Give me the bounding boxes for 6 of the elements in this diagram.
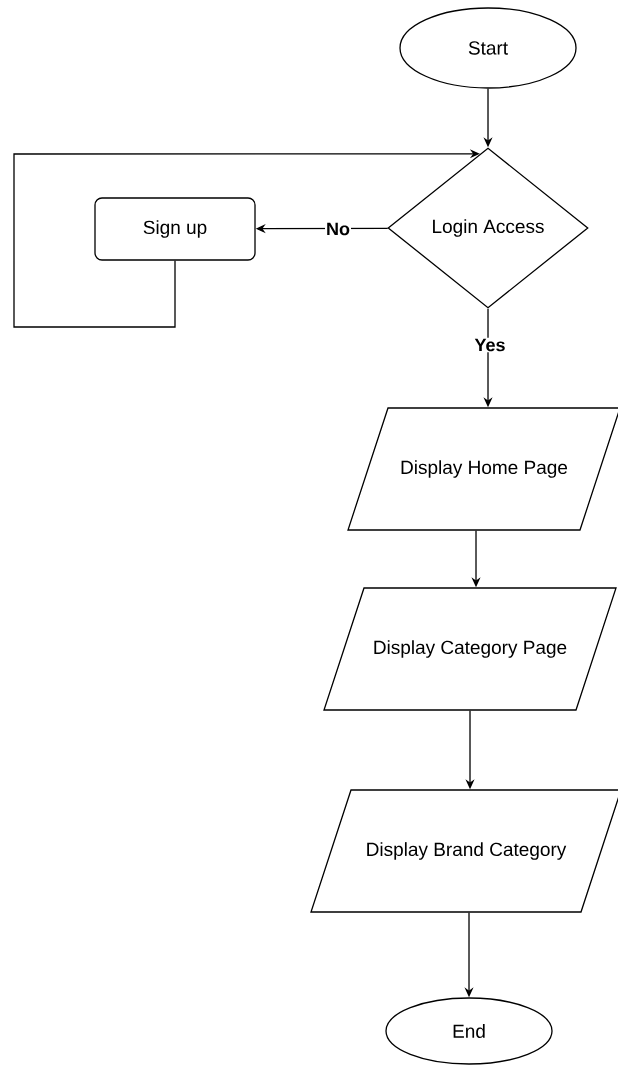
data-parallelogram: Display Home Page: [347, 407, 618, 531]
process-box: Sign up: [94, 197, 256, 261]
edge-label: No: [325, 221, 351, 237]
data-parallelogram: Display Brand Category: [310, 789, 618, 913]
edge-label: Yes: [473, 337, 507, 353]
data-parallelogram: Display Category Page: [323, 587, 617, 711]
